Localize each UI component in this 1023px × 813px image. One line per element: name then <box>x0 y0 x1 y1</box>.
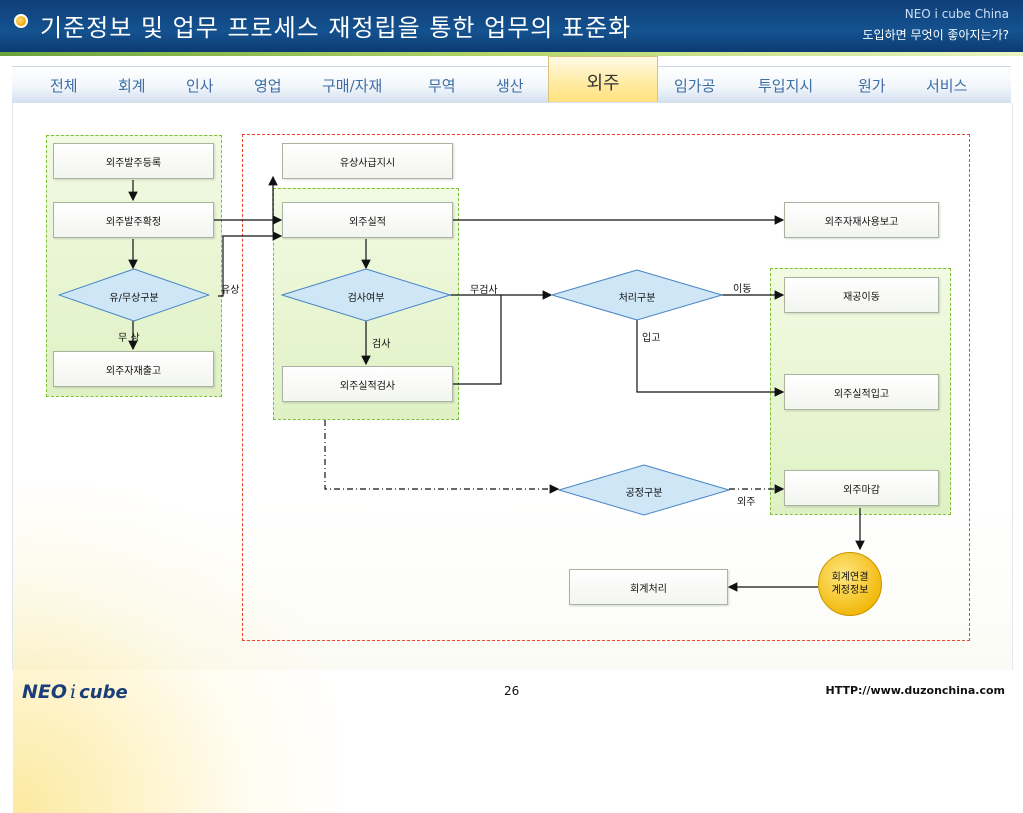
order-confirm-box[interactable]: 외주발주확정 <box>53 202 214 238</box>
orange-bullet-icon <box>14 14 28 28</box>
accounting-box[interactable]: 회계처리 <box>569 569 728 605</box>
footer-url[interactable]: HTTP://www.duzonchina.com <box>825 684 1005 697</box>
processing-decision-label: 처리구분 <box>618 293 656 304</box>
paid-free-decision-diamond[interactable] <box>58 268 210 322</box>
wip-move-box[interactable]: 재공이동 <box>784 277 939 313</box>
process-boundary <box>242 134 970 641</box>
outsourcing-result-box[interactable]: 외주실적 <box>282 202 453 238</box>
tab-accounting[interactable]: 회계 <box>118 77 146 95</box>
tab-sales[interactable]: 영업 <box>254 77 282 95</box>
brand-name: NEO i cube China <box>904 7 1009 21</box>
tab-bar: 전체 회계 인사 영업 구매/자재 무역 생산 임가공 투입지시 원가 서비스 <box>12 66 1011 104</box>
result-receipt-box[interactable]: 외주실적입고 <box>784 374 939 410</box>
free-label: 무 상 <box>118 333 140 344</box>
account-link-circle[interactable]: 회계연결 계정정보 <box>818 552 882 616</box>
header-bar: 기준정보 및 업무 프로세스 재정립을 통한 업무의 표준화 NEO i cub… <box>0 0 1023 52</box>
outsource-label: 외주 <box>737 497 756 508</box>
material-issue-box[interactable]: 외주자재출고 <box>53 351 214 387</box>
processing-decision-diamond[interactable] <box>551 269 723 321</box>
receive-label: 입고 <box>642 333 661 344</box>
tab-production[interactable]: 생산 <box>496 77 524 95</box>
result-inspection-box[interactable]: 외주실적검사 <box>282 366 453 402</box>
tab-service[interactable]: 서비스 <box>926 77 968 95</box>
tab-work-order[interactable]: 투입지시 <box>758 77 814 95</box>
tagline: 도입하면 무엇이 좋아지는가? <box>862 28 1009 42</box>
account-link-line2: 계정정보 <box>831 585 869 596</box>
tab-processing[interactable]: 임가공 <box>674 77 716 95</box>
paid-supply-instruction-box[interactable]: 유상사급지시 <box>282 143 453 179</box>
process-decision-diamond[interactable] <box>558 464 730 516</box>
flow-connectors <box>128 175 865 592</box>
process-decision-label: 공정구분 <box>625 488 663 499</box>
inspect-label: 검사 <box>372 339 391 350</box>
page-title: 기준정보 및 업무 프로세스 재정립을 통한 업무의 표준화 <box>40 14 632 42</box>
move-label: 이동 <box>733 284 752 295</box>
tab-all[interactable]: 전체 <box>50 77 78 95</box>
tab-cost[interactable]: 원가 <box>858 77 886 95</box>
paid-free-decision-label: 유/무상구분 <box>109 293 159 304</box>
tab-hr[interactable]: 인사 <box>186 77 214 95</box>
account-link-line1: 회계연결 <box>831 572 869 583</box>
tab-trade[interactable]: 무역 <box>428 77 456 95</box>
material-usage-report-box[interactable]: 외주자재사용보고 <box>784 202 939 238</box>
order-register-box[interactable]: 외주발주등록 <box>53 143 214 179</box>
inspection-decision-label: 검사여부 <box>347 293 385 304</box>
inspection-decision-diamond[interactable] <box>281 268 451 322</box>
tab-outsourcing-active[interactable]: 외주 <box>548 56 658 102</box>
header-stripe <box>0 52 1023 56</box>
outsourcing-close-box[interactable]: 외주마감 <box>784 470 939 506</box>
no-inspect-label: 무검사 <box>470 285 498 296</box>
tab-purchase[interactable]: 구매/자재 <box>322 77 383 95</box>
page-number: 26 <box>504 684 520 698</box>
paid-label: 유상 <box>221 285 240 296</box>
